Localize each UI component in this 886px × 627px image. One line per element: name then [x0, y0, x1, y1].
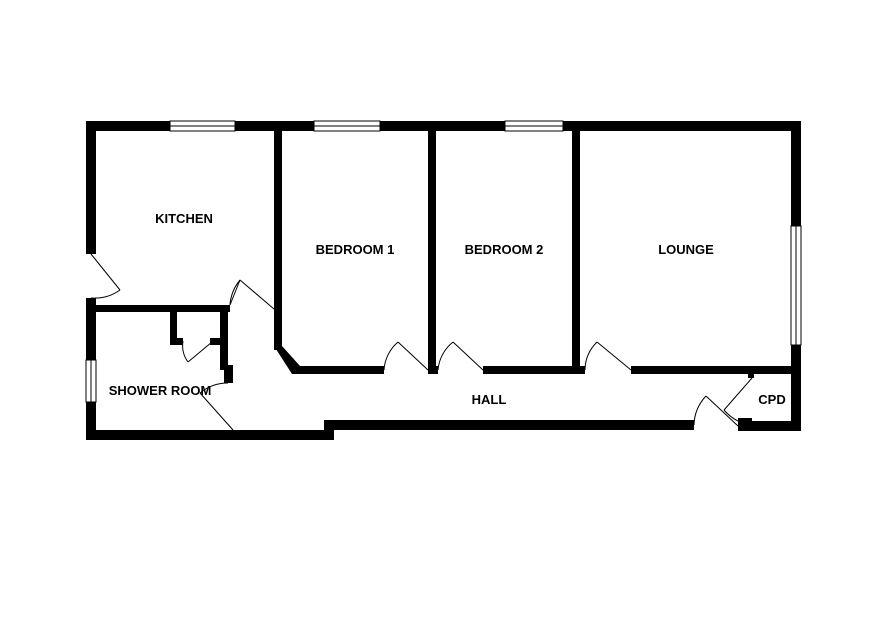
wall-right-upper	[791, 121, 801, 226]
wall-cpd-bottom-stub	[738, 418, 752, 424]
wall-bedroom2-lounge	[572, 121, 580, 374]
window-kitchen	[169, 120, 236, 132]
wall-shower-right-lower	[224, 365, 233, 383]
door-bedroom2	[437, 341, 484, 371]
room-label-cpd: CPD	[758, 392, 785, 407]
room-label-bedroom1: BEDROOM 1	[316, 242, 395, 257]
wall-right-lower	[791, 345, 801, 431]
door-kitchen	[229, 279, 275, 310]
door-shower-room	[199, 382, 234, 431]
wall-shower-right-upper	[220, 305, 228, 370]
room-label-lounge: LOUNGE	[658, 242, 714, 257]
internal-walls	[86, 121, 801, 424]
wall-bottom-mid	[324, 420, 694, 430]
door-kitchen-external	[90, 253, 121, 299]
room-label-hall: HALL	[472, 392, 507, 407]
room-label-kitchen: KITCHEN	[155, 211, 213, 226]
wall-bedroom1-bottom	[292, 366, 384, 374]
wall-shower-right-notch	[210, 338, 222, 345]
wall-bedroom1-bedroom2	[428, 121, 436, 374]
wall-lounge-bottom	[631, 366, 801, 374]
room-label-bedroom2: BEDROOM 2	[465, 242, 544, 257]
wall-shower-cupboard-left	[170, 305, 177, 345]
window-shower-room	[85, 359, 97, 403]
door-bedroom1	[383, 341, 429, 371]
wall-bottom-left	[86, 430, 334, 440]
door-front	[693, 395, 739, 427]
window-lounge	[790, 225, 802, 346]
wall-shower-cupboard-bottom	[170, 338, 183, 345]
wall-bedroom1-left-lower	[274, 310, 282, 350]
wall-bedroom2-bottom-stub	[428, 366, 438, 374]
windows	[85, 120, 802, 403]
wall-kitchen-shower	[86, 305, 230, 312]
doors	[90, 253, 753, 431]
wall-bedroom2-bottom	[483, 366, 585, 374]
window-bedroom1	[313, 120, 381, 132]
door-cpd	[723, 377, 753, 422]
wall-top	[86, 121, 801, 131]
wall-bottom-right	[738, 421, 801, 431]
wall-left-upper	[86, 121, 96, 254]
room-labels: KITCHEN BEDROOM 1 BEDROOM 2 LOUNGE SHOWE…	[109, 211, 786, 407]
room-label-shower-room: SHOWER ROOM	[109, 383, 212, 398]
wall-kitchen-bedroom1	[274, 121, 282, 311]
door-lounge	[584, 341, 632, 371]
window-bedroom2	[504, 120, 564, 132]
wall-cpd-top	[748, 372, 754, 378]
door-shower-cupboard	[182, 340, 213, 363]
